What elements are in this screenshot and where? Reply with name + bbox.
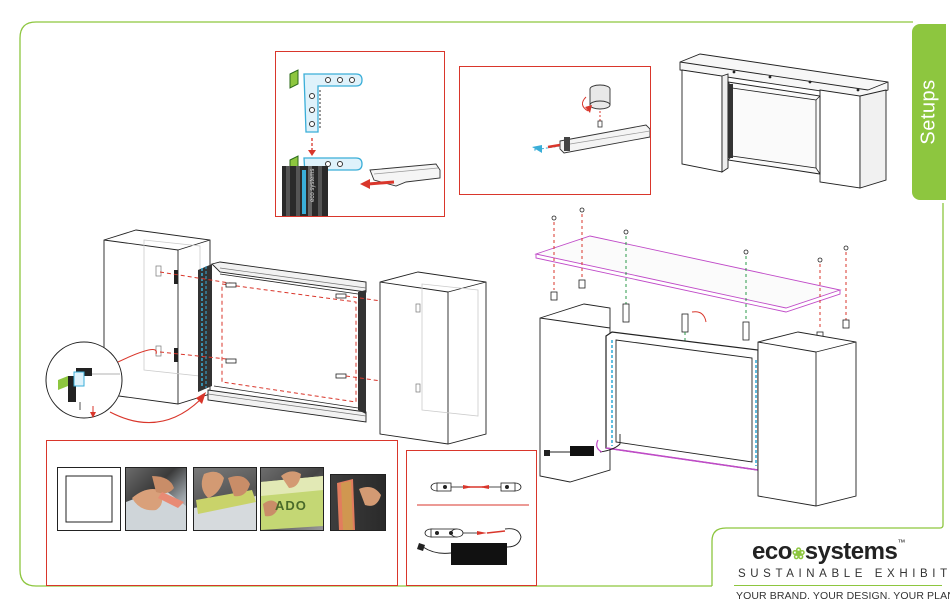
bracket-side-text: eco systems xyxy=(310,169,316,202)
fabric-frame-diagram xyxy=(57,467,121,531)
led-connector-illustration xyxy=(407,451,536,585)
setups-tab-label: Setups xyxy=(918,79,941,144)
install-photo-4-illustration xyxy=(331,475,385,530)
assembled-counter-illustration xyxy=(670,48,910,198)
install-photo-2-illustration xyxy=(194,468,256,530)
brand-name: eco❀systems™ xyxy=(752,538,932,566)
install-photo-3: ADO xyxy=(260,467,324,531)
exploded-frame-assembly-illustration xyxy=(40,226,540,456)
brand-tagline: YOUR BRAND. YOUR DESIGN. YOUR PLANET. xyxy=(736,590,950,602)
brand-name-right: systems xyxy=(805,538,898,565)
install-photo-3-text: ADO xyxy=(275,498,307,513)
install-photo-4 xyxy=(330,474,386,531)
counter-assembly-illustration xyxy=(530,200,860,510)
knob-detail-illustration xyxy=(460,67,650,194)
brand-name-left: eco xyxy=(752,538,792,565)
leaf-icon: ❀ xyxy=(792,546,805,563)
brand-trademark: ™ xyxy=(897,538,905,547)
install-photo-1-illustration xyxy=(126,468,186,530)
brand-subtitle: SUSTAINABLE EXHIBITS xyxy=(738,568,950,580)
knob-detail-panel xyxy=(459,66,651,195)
install-photo-1 xyxy=(125,467,187,531)
setups-tab[interactable]: Setups xyxy=(912,24,946,200)
led-connector-panel xyxy=(406,450,537,586)
brand-logo: eco❀systems™ SUSTAINABLE EXHIBITS YOUR B… xyxy=(712,528,948,609)
brand-divider xyxy=(734,585,942,586)
bracket-detail-illustration: eco systems xyxy=(276,52,444,216)
bracket-detail-panel: eco systems xyxy=(275,51,445,217)
install-photo-2 xyxy=(193,467,257,531)
